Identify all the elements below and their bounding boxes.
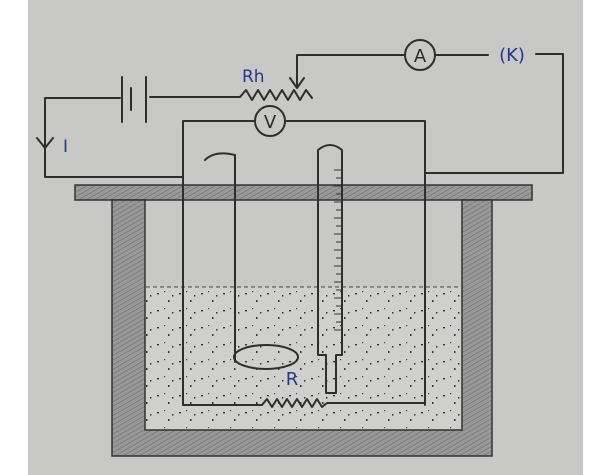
key-label: (K) (499, 45, 525, 66)
calorimeter-wall (111, 199, 493, 457)
ammeter-label: A (414, 46, 427, 67)
rheostat-icon (239, 89, 313, 101)
resistor-label: R (286, 369, 299, 390)
stirrer-rod (204, 152, 236, 363)
wire-left (44, 97, 184, 178)
stirrer-ring (233, 344, 299, 370)
wire-voltmeter-leads (182, 120, 426, 406)
thermometer-icon (317, 144, 343, 394)
wire-right (424, 53, 564, 174)
current-arrow-icon (36, 137, 54, 149)
battery-icon (121, 76, 147, 123)
calorimeter-lid (74, 184, 533, 201)
voltmeter-label: V (264, 112, 277, 133)
rheostat-label: Rh (242, 67, 265, 87)
liquid (146, 287, 461, 429)
voltmeter-icon (254, 105, 286, 137)
current-label: I (63, 137, 68, 157)
heating-resistor-icon (182, 398, 426, 408)
rheostat-slider-wire (289, 54, 406, 89)
